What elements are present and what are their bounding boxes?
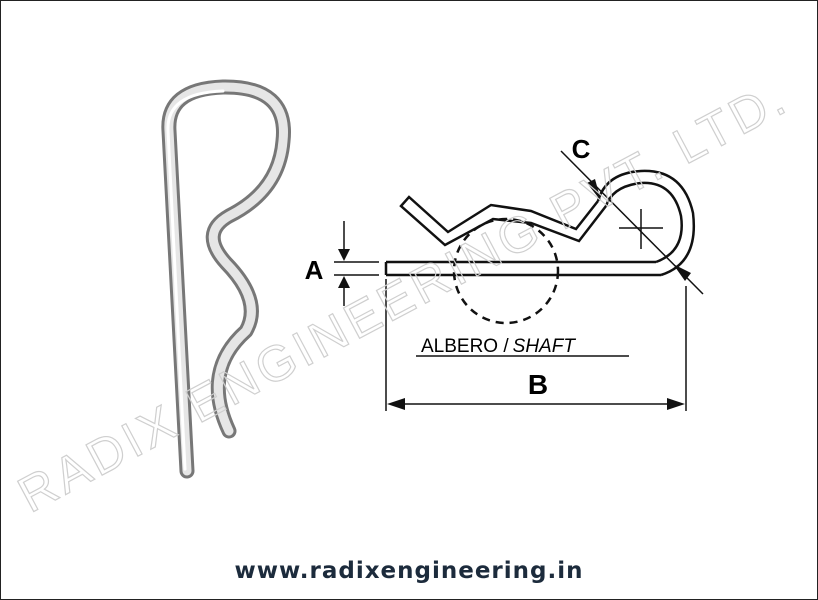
r-clip-photo [161,79,291,479]
shaft-circle [452,217,560,325]
label-c: C [572,134,591,164]
dimension-arrowheads [338,179,691,410]
shaft-label: ALBERO /SHAFT [421,336,576,357]
shaft-label-en: SHAFT [513,336,577,357]
label-b: B [528,369,548,400]
shaft-label-it: ALBERO / [421,336,509,357]
website-url: www.radixengineering.in [234,558,584,584]
watermark: RADIX ENGINEERING PVT. LTD. [9,69,797,523]
label-a: A [305,255,324,285]
